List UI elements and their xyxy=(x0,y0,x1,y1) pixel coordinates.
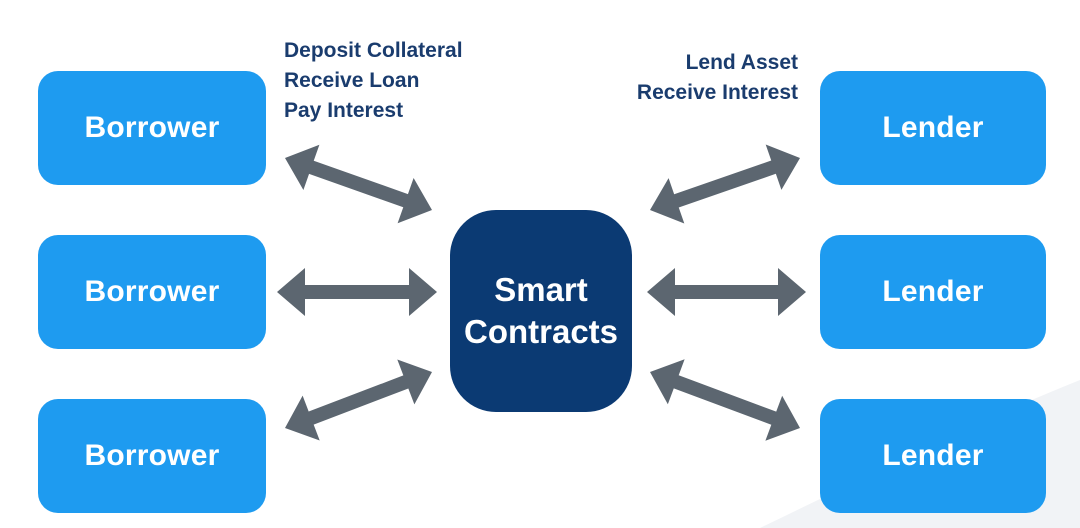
borrower-node-1: Borrower xyxy=(38,71,266,185)
lender-node-2: Lender xyxy=(820,235,1046,349)
arrow-lender-2 xyxy=(647,268,806,316)
smart-contracts-line-2: Contracts xyxy=(463,313,619,350)
arrow-borrower-1 xyxy=(285,144,433,224)
borrower-node-2: Borrower xyxy=(38,235,266,349)
lender-action-lend: Lend Asset xyxy=(685,51,798,74)
borrower-action-deposit: Deposit Collateral xyxy=(284,39,463,62)
smart-contracts-line-1: Smart xyxy=(494,271,588,308)
smart-contracts-node: Smart Contracts xyxy=(450,210,632,412)
lender-label: Lender xyxy=(882,439,984,472)
lender-node-3: Lender xyxy=(820,399,1046,513)
borrower-label: Borrower xyxy=(84,111,220,144)
borrower-actions-note: Deposit Collateral Receive Loan Pay Inte… xyxy=(284,36,463,126)
arrow-borrower-2 xyxy=(277,268,437,316)
lender-label: Lender xyxy=(882,275,984,308)
borrower-label: Borrower xyxy=(84,275,220,308)
borrower-action-pay-interest: Pay Interest xyxy=(284,99,404,122)
lender-actions-note: Lend Asset Receive Interest xyxy=(637,48,798,108)
arrow-lender-3 xyxy=(650,359,800,441)
lender-node-1: Lender xyxy=(820,71,1046,185)
arrow-borrower-3 xyxy=(285,359,432,441)
lender-action-receive-interest: Receive Interest xyxy=(636,81,798,104)
borrower-action-receive-loan: Receive Loan xyxy=(284,69,420,92)
borrower-label: Borrower xyxy=(84,439,220,472)
borrower-node-3: Borrower xyxy=(38,399,266,513)
lender-label: Lender xyxy=(882,111,984,144)
arrow-lender-1 xyxy=(650,144,800,224)
